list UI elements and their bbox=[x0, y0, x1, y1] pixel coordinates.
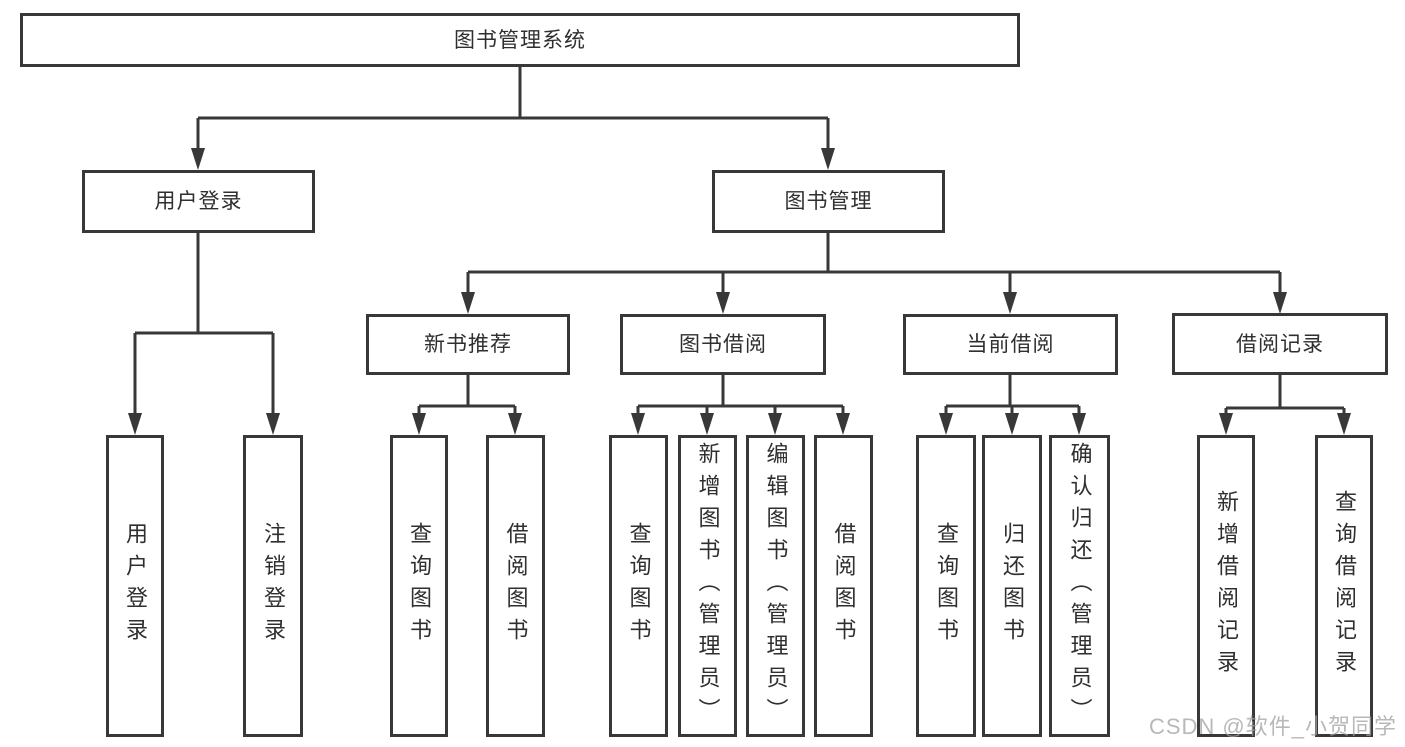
connector-new-book bbox=[417, 375, 517, 416]
connector-borrow-records bbox=[1224, 375, 1346, 416]
csdn-watermark: CSDN @软件_小贺同学 bbox=[1148, 714, 1397, 739]
leaf-query-books-current: 查询图书 bbox=[916, 435, 976, 737]
leaf-query-books-borrowing: 查询图书 bbox=[609, 435, 668, 737]
leaf-query-borrow-record: 查询借阅记录 bbox=[1315, 435, 1373, 737]
node-new-book-recommendation: 新书推荐 bbox=[366, 314, 570, 375]
arrowheads bbox=[128, 148, 1351, 435]
leaf-user-login: 用户登录 bbox=[106, 435, 164, 737]
node-book-management: 图书管理 bbox=[712, 170, 945, 233]
node-book-borrowing: 图书借阅 bbox=[620, 314, 826, 375]
leaf-borrow-books-borrowing: 借阅图书 bbox=[814, 435, 873, 737]
node-current-borrowing: 当前借阅 bbox=[903, 314, 1118, 375]
leaf-logout-login: 注销登录 bbox=[243, 435, 303, 737]
connector-book-management bbox=[466, 233, 1282, 295]
leaf-add-book-admin: 新增图书（管理员） bbox=[678, 435, 737, 737]
node-user-login: 用户登录 bbox=[82, 170, 315, 233]
leaf-add-borrow-record: 新增借阅记录 bbox=[1197, 435, 1255, 737]
connector-current-borrow bbox=[944, 375, 1081, 416]
leaf-edit-book-admin: 编辑图书（管理员） bbox=[746, 435, 805, 737]
leaf-confirm-return-admin: 确认归还（管理员） bbox=[1049, 435, 1110, 737]
leaf-borrow-books-recommend: 借阅图书 bbox=[486, 435, 545, 737]
node-borrowing-records: 借阅记录 bbox=[1172, 313, 1388, 375]
connector-root bbox=[196, 67, 830, 151]
connector-book-borrow bbox=[636, 375, 845, 416]
connector-user-login bbox=[133, 233, 275, 416]
leaf-query-books-recommend: 查询图书 bbox=[390, 435, 448, 737]
node-library-management-system: 图书管理系统 bbox=[20, 13, 1020, 67]
leaf-return-books: 归还图书 bbox=[982, 435, 1042, 737]
